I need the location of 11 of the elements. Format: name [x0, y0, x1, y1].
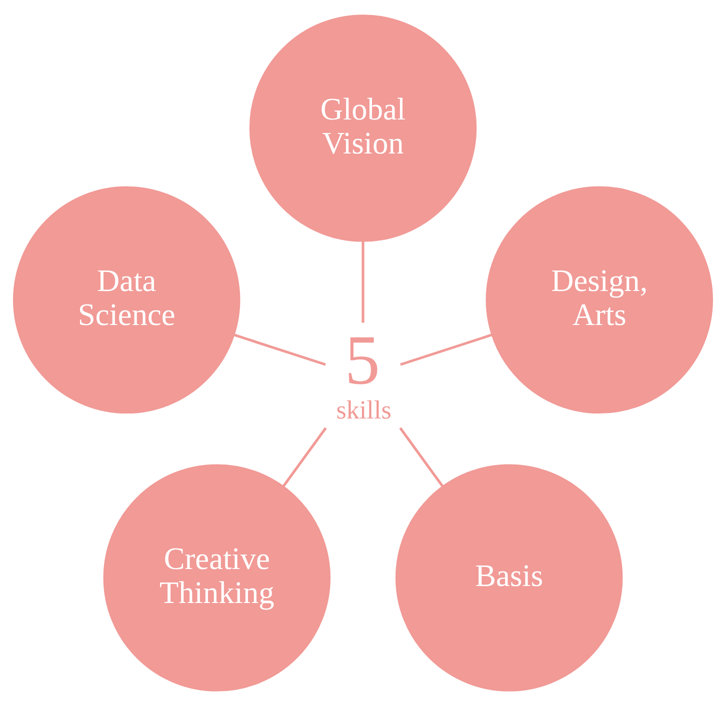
node-circle: Basis	[395, 464, 623, 692]
node-circle: Design, Arts	[486, 186, 713, 414]
connector	[399, 427, 444, 488]
connector	[400, 334, 492, 366]
connector	[362, 241, 364, 323]
connector	[282, 427, 327, 488]
node-circle: Global Vision	[249, 14, 477, 242]
node-circle: Data Science	[13, 186, 240, 414]
node-text: 5 skills	[336, 322, 392, 425]
node-circle: Creative Thinking	[103, 464, 331, 692]
connector	[234, 334, 326, 366]
